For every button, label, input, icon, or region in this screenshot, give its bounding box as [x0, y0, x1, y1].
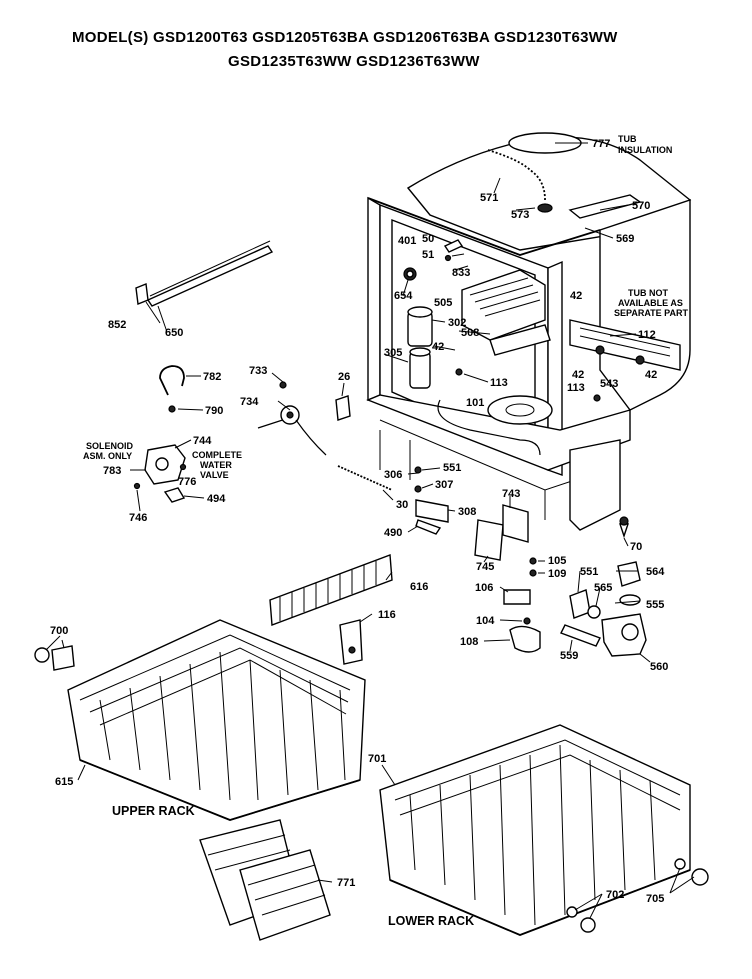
note-tub-not-available-1: TUB NOT: [628, 288, 668, 298]
label-733: 733: [249, 365, 267, 377]
note-tub-insulation-1: TUB: [618, 134, 637, 144]
label-494: 494: [207, 493, 226, 505]
label-113-a: 113: [490, 377, 508, 389]
caption-lower-rack: LOWER RACK: [388, 914, 474, 928]
rack-parts: [34, 554, 709, 941]
label-743: 743: [502, 488, 520, 500]
label-833: 833: [452, 267, 470, 279]
label-559: 559: [560, 650, 578, 662]
label-555: 555: [646, 599, 664, 611]
label-551-b: 551: [580, 566, 598, 578]
label-116: 116: [378, 609, 396, 621]
label-50: 50: [422, 233, 434, 245]
label-490: 490: [384, 527, 402, 539]
label-744: 744: [193, 435, 212, 447]
label-105: 105: [548, 555, 566, 567]
label-771: 771: [337, 877, 355, 889]
label-560: 560: [650, 661, 668, 673]
label-702: 702: [606, 889, 624, 901]
label-302: 302: [448, 317, 466, 329]
label-108: 108: [460, 636, 478, 648]
label-101: 101: [466, 397, 484, 409]
label-308: 308: [458, 506, 476, 518]
label-42-d: 42: [645, 369, 657, 381]
label-616: 616: [410, 581, 428, 593]
pump-parts: [474, 504, 647, 657]
tub-assembly: [366, 132, 692, 531]
note-water-valve-2: WATER: [200, 460, 232, 470]
label-615: 615: [55, 776, 73, 788]
label-650: 650: [165, 327, 183, 339]
label-790: 790: [205, 405, 223, 417]
label-305: 305: [384, 347, 402, 359]
label-106: 106: [475, 582, 493, 594]
label-30: 30: [396, 499, 408, 511]
label-104: 104: [476, 615, 495, 627]
label-700: 700: [50, 625, 68, 637]
label-51: 51: [422, 249, 434, 261]
label-112: 112: [638, 329, 656, 341]
label-570: 570: [632, 200, 650, 212]
label-42-a: 42: [432, 341, 444, 353]
label-745: 745: [476, 561, 494, 573]
label-401: 401: [398, 235, 416, 247]
note-tub-not-available-2: AVAILABLE AS: [618, 298, 683, 308]
label-746: 746: [129, 512, 147, 524]
label-654: 654: [394, 290, 413, 302]
label-109: 109: [548, 568, 566, 580]
label-852: 852: [108, 319, 126, 331]
label-783: 783: [103, 465, 121, 477]
label-307: 307: [435, 479, 453, 491]
label-306: 306: [384, 469, 402, 481]
model-list-line-2: GSD1235T63WW GSD1236T63WW: [228, 53, 480, 70]
label-701: 701: [368, 753, 386, 765]
label-42-c: 42: [572, 369, 584, 381]
label-734: 734: [240, 396, 259, 408]
note-tub-insulation-2: INSULATION: [618, 145, 672, 155]
label-42-b: 42: [570, 290, 582, 302]
label-776: 776: [178, 476, 196, 488]
note-water-valve-3: VALVE: [200, 470, 229, 480]
model-list-line-1: MODEL(S) GSD1200T63 GSD1205T63BA GSD1206…: [72, 29, 618, 46]
label-782: 782: [203, 371, 221, 383]
label-26: 26: [338, 371, 350, 383]
label-573: 573: [511, 209, 529, 221]
label-543: 543: [600, 378, 618, 390]
note-water-valve-1: COMPLETE: [192, 450, 242, 460]
label-569: 569: [616, 233, 634, 245]
label-705: 705: [646, 893, 664, 905]
label-777: 777: [592, 138, 610, 150]
note-solenoid-2: ASM. ONLY: [83, 451, 132, 461]
label-571: 571: [480, 192, 498, 204]
label-551-a: 551: [443, 462, 461, 474]
label-564: 564: [646, 566, 665, 578]
note-solenoid-1: SOLENOID: [86, 441, 134, 451]
label-505: 505: [434, 297, 452, 309]
caption-upper-rack: UPPER RACK: [112, 804, 195, 818]
label-508: 508: [461, 327, 479, 339]
label-70: 70: [630, 541, 642, 553]
label-565: 565: [594, 582, 612, 594]
label-113-b: 113: [567, 382, 585, 394]
left-parts: [133, 240, 449, 535]
leader-lines: [45, 142, 695, 919]
part-labels: 777 571 573 570 569 401 50 51 833 654 50…: [50, 134, 689, 928]
note-tub-not-available-3: SEPARATE PART: [614, 308, 689, 318]
